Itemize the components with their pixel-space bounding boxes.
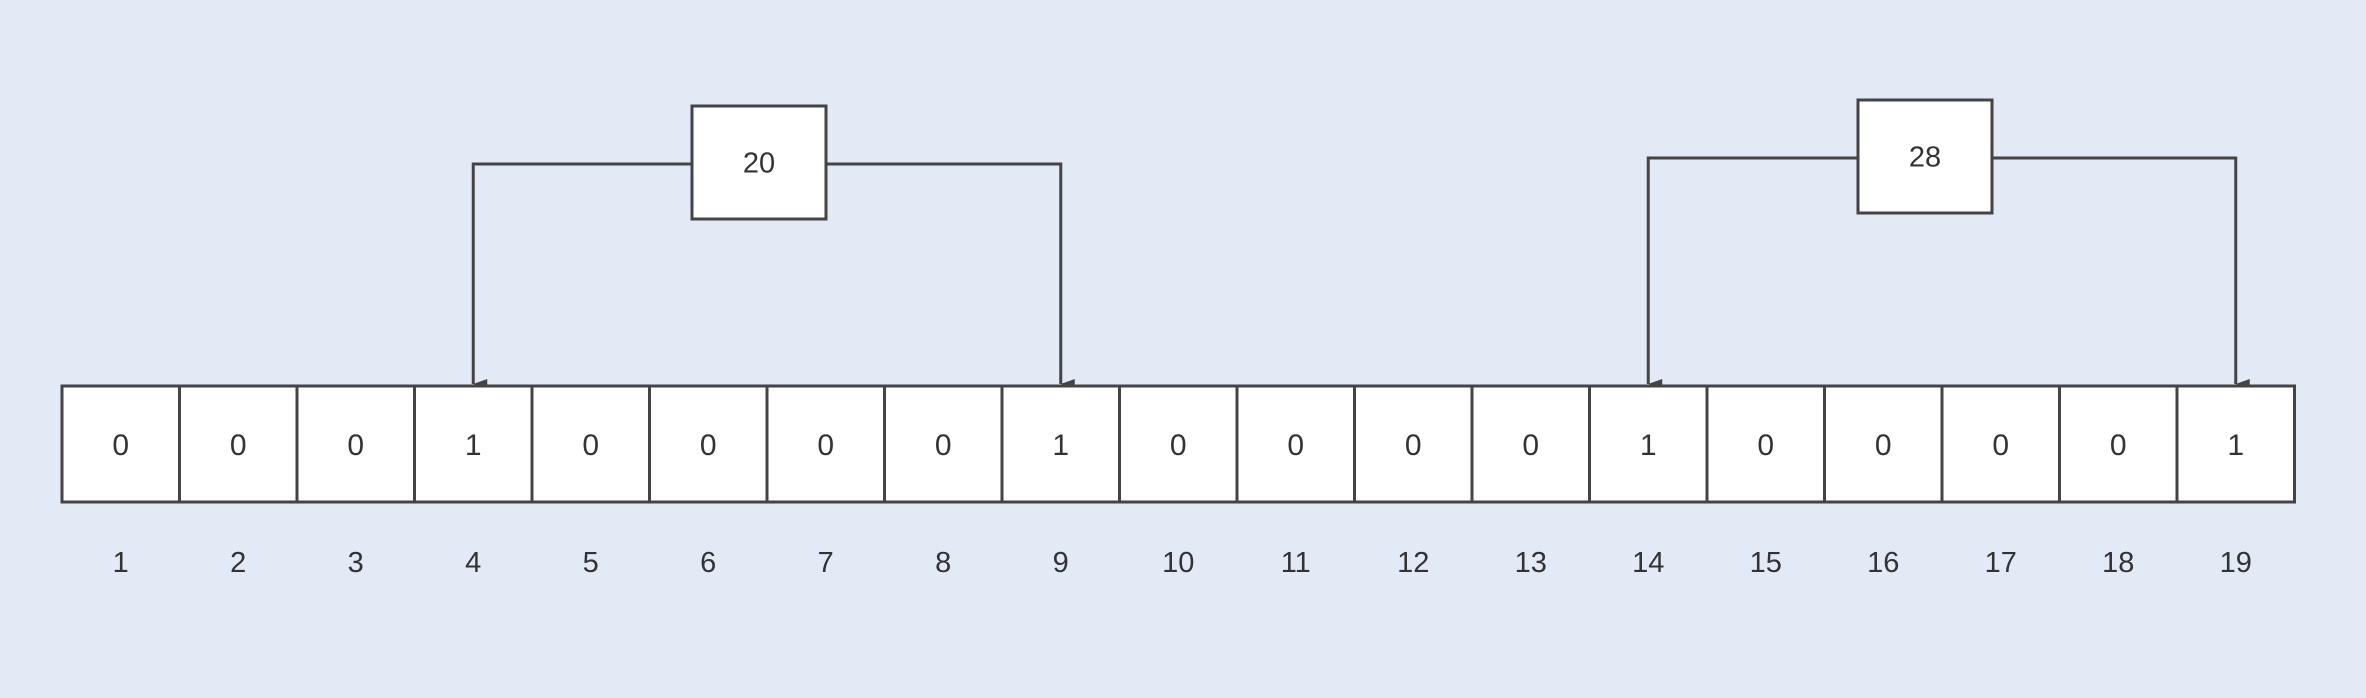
bit-cell: 0 (1235, 384, 1356, 504)
bit-value: 0 (700, 429, 717, 462)
bit-cell: 0 (295, 384, 416, 504)
bit-value: 1 (465, 429, 482, 462)
bit-cell-box (60, 384, 181, 504)
bit-cell: 0 (60, 384, 181, 504)
bit-index-label: 15 (1750, 547, 1782, 579)
hash-arrow-left (1646, 156, 1858, 389)
bit-cell-box (413, 384, 534, 504)
bit-cell-box (1118, 384, 1239, 504)
hash-arrow-right (826, 162, 1075, 389)
bit-value: 0 (1757, 429, 1774, 462)
bit-value: 0 (1170, 429, 1187, 462)
bit-cell: 0 (1705, 384, 1826, 504)
bit-value: 0 (2110, 429, 2127, 462)
bit-value: 0 (347, 429, 364, 462)
bit-cell-box (1000, 384, 1121, 504)
bit-index-label: 11 (1281, 547, 1311, 579)
bit-cell: 0 (1353, 384, 1474, 504)
bit-value: 0 (817, 429, 834, 462)
bit-index-label: 7 (818, 547, 834, 579)
bit-index-label: 14 (1632, 547, 1664, 579)
hash-key-node: 28 (1856, 98, 1994, 215)
bit-cell: 0 (2058, 384, 2179, 504)
bit-cell: 0 (648, 384, 769, 504)
hash-arrow-right (1992, 156, 2250, 389)
bit-cell-box (1235, 384, 1356, 504)
bit-cell: 0 (1823, 384, 1944, 504)
hash-arrow-left (471, 162, 692, 389)
bit-index-label: 8 (935, 547, 951, 579)
bit-index-label: 16 (1867, 547, 1899, 579)
bit-value: 1 (1052, 429, 1069, 462)
bit-cell: 1 (1000, 384, 1121, 504)
bit-value: 0 (1875, 429, 1892, 462)
bit-index-label: 13 (1515, 547, 1547, 579)
bit-value: 0 (1522, 429, 1539, 462)
bit-value: 0 (1405, 429, 1422, 462)
bit-cell: 1 (413, 384, 534, 504)
bit-index-label: 2 (230, 547, 246, 579)
bit-value: 0 (1287, 429, 1304, 462)
bit-value: 0 (1992, 429, 2009, 462)
hash-key-box (690, 104, 828, 221)
bit-value: 1 (2227, 429, 2244, 462)
bit-cell-box (1353, 384, 1474, 504)
bit-value: 0 (112, 429, 129, 462)
bit-cell: 0 (1470, 384, 1591, 504)
bit-index-label: 10 (1162, 547, 1194, 579)
bit-index-label: 4 (465, 547, 481, 579)
bit-index-label: 5 (583, 547, 599, 579)
bit-cell: 0 (883, 384, 1004, 504)
bit-cell: 1 (2175, 384, 2296, 504)
hash-key-box (1856, 98, 1994, 215)
bit-cell-box (2058, 384, 2179, 504)
bit-value: 0 (935, 429, 952, 462)
bit-index-label: 17 (1985, 547, 2017, 579)
bit-cell-box (2175, 384, 2296, 504)
hash-key-label: 20 (743, 148, 775, 180)
bit-cell: 0 (530, 384, 651, 504)
bit-index-label: 9 (1053, 547, 1069, 579)
bit-array: 0 0 0 1 0 0 0 0 1 0 0 0 0 1 0 0 0 0 1 (60, 384, 2296, 504)
bit-index-label: 18 (2102, 547, 2134, 579)
bit-value: 0 (582, 429, 599, 462)
bit-index-label: 3 (348, 547, 364, 579)
bit-cell: 1 (1588, 384, 1709, 504)
bit-cell-box (648, 384, 769, 504)
bit-cell-box (295, 384, 416, 504)
bit-index-label: 19 (2220, 547, 2252, 579)
bit-cell: 0 (178, 384, 299, 504)
bit-value: 0 (230, 429, 247, 462)
bit-value: 1 (1640, 429, 1657, 462)
hash-key-label: 28 (1909, 142, 1941, 174)
bit-index-label: 1 (113, 547, 129, 579)
bit-index-label: 12 (1397, 547, 1429, 579)
hash-key-node: 20 (690, 104, 828, 221)
bit-index-label: 6 (700, 547, 716, 579)
connector-group (471, 156, 2250, 389)
bit-cell: 0 (1940, 384, 2061, 504)
bit-cell-box (178, 384, 299, 504)
bit-cell-box (1588, 384, 1709, 504)
bit-cell-box (1470, 384, 1591, 504)
bit-cell: 0 (765, 384, 886, 504)
bit-cell: 0 (1118, 384, 1239, 504)
